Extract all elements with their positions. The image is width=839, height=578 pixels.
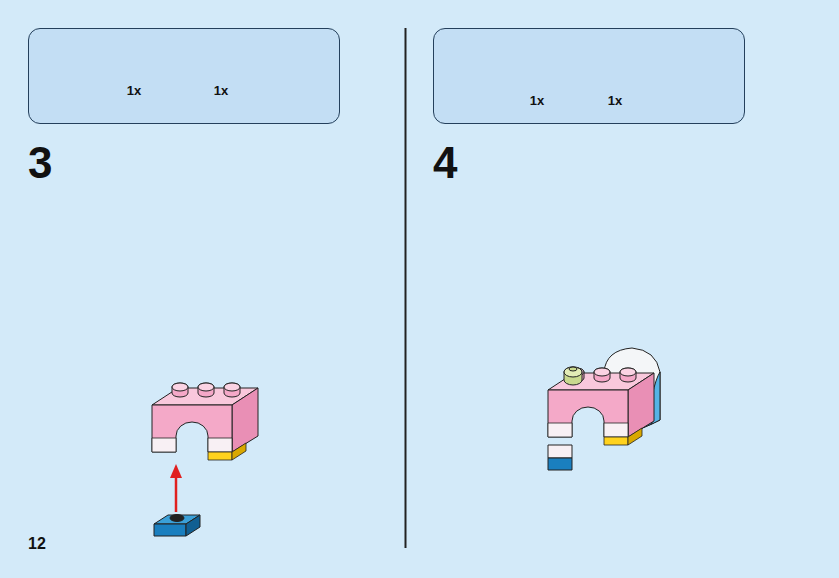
part-quantity: 1x	[608, 93, 622, 108]
parts-callout: 1x 1x	[433, 28, 745, 124]
part-quantity: 1x	[127, 83, 141, 98]
part-quantity: 1x	[530, 93, 544, 108]
step-number: 3	[28, 141, 52, 185]
parts-callout: 1x 1x	[28, 28, 340, 124]
part-quantity: 1x	[214, 83, 228, 98]
step-number: 4	[433, 141, 457, 185]
page-number: 12	[28, 536, 46, 552]
